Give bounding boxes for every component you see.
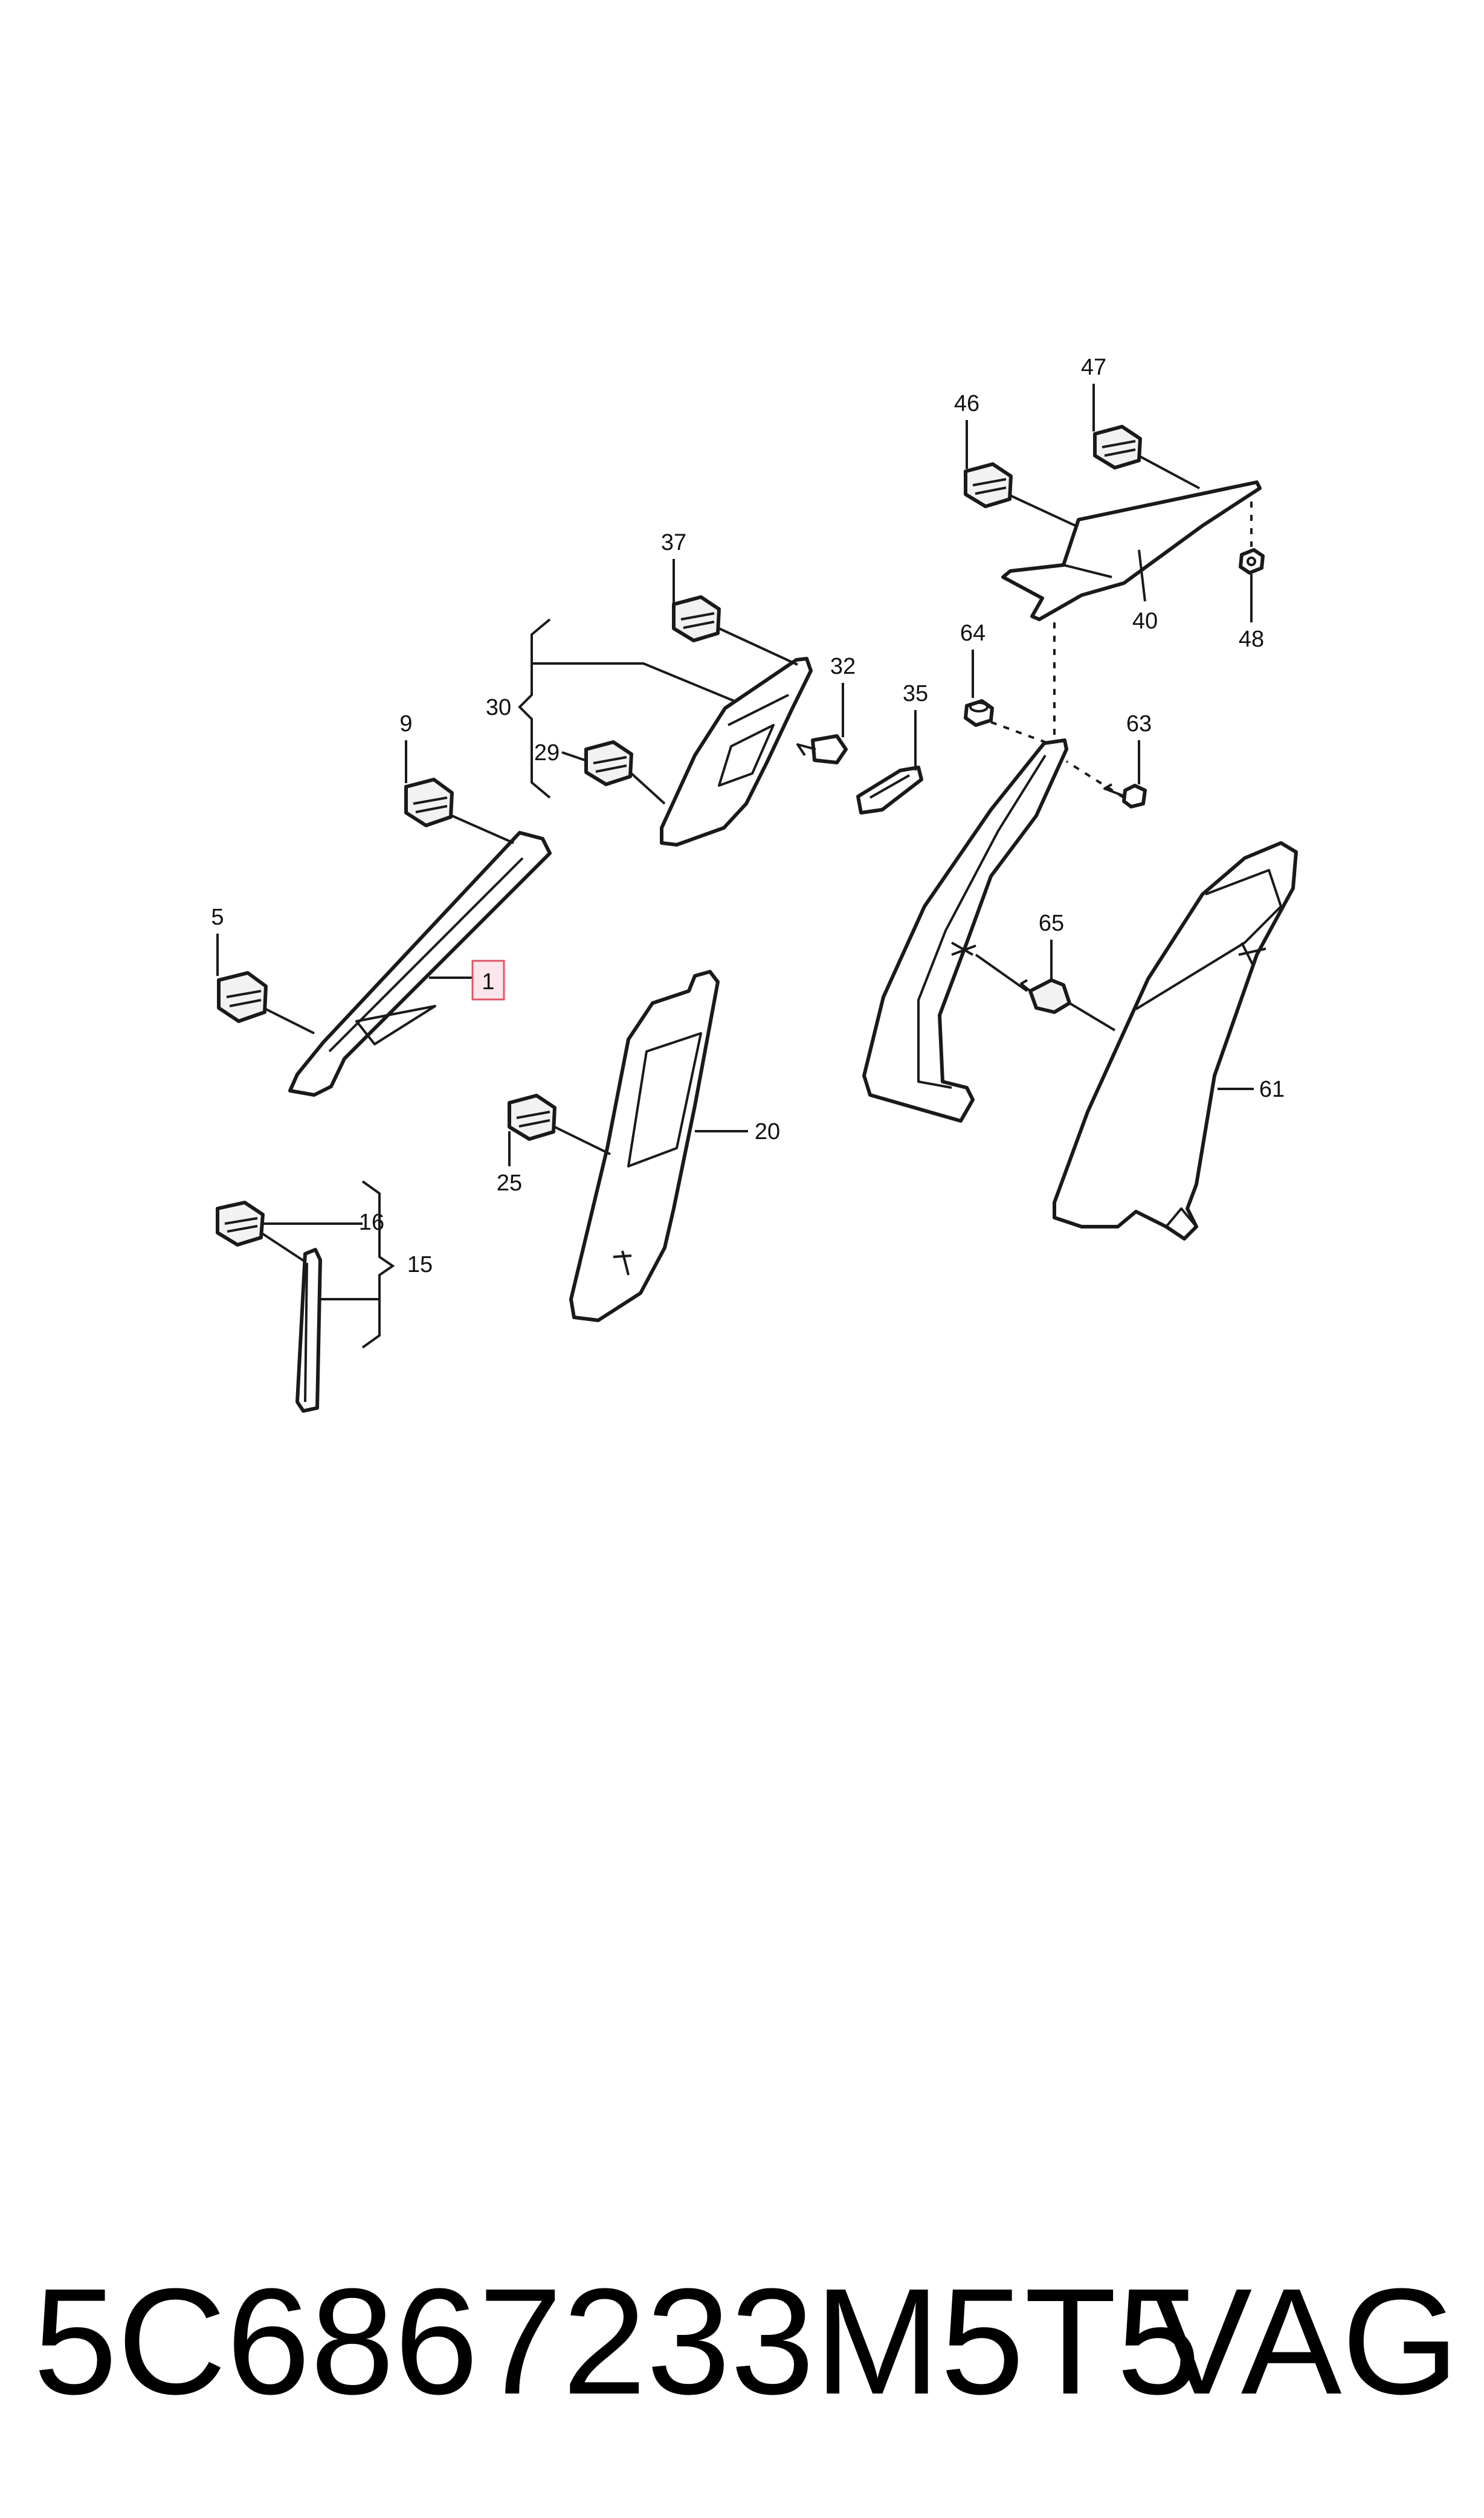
callout-46[interactable]: 46 [954,391,979,416]
clip-46[interactable] [964,462,1013,508]
callout-63[interactable]: 63 [1126,711,1152,737]
nut-48[interactable] [1239,548,1265,575]
part-20-b-pillar-trim[interactable] [569,970,720,1322]
clip-65[interactable] [1020,978,1071,1014]
callout-65[interactable]: 65 [1039,911,1064,936]
callout-48[interactable]: 48 [1239,627,1264,652]
leader-9b [451,815,514,844]
clip-5[interactable] [217,971,268,1023]
part-1-a-pillar-trim[interactable] [288,831,552,1097]
dash-63-frame [1065,760,1125,799]
clip-29[interactable] [584,740,633,786]
clip-37[interactable] [672,595,721,642]
clip-35[interactable] [856,766,923,815]
callout-5[interactable]: 5 [211,905,224,930]
part-61-c-pillar-trim[interactable] [1053,841,1298,1241]
clip-47[interactable] [1093,425,1142,470]
callout-40[interactable]: 40 [1132,609,1158,634]
leader-frame-65 [975,954,1028,992]
callout-35[interactable]: 35 [903,681,928,706]
c-pillar-frame [862,738,1068,1123]
bracket-15 [361,1180,395,1349]
brand-name: VAG [1151,2257,1459,2426]
callout-61[interactable]: 61 [1259,1077,1285,1102]
callout-25[interactable]: 25 [497,1170,522,1196]
bracket-30 [518,618,551,799]
callout-30[interactable]: 30 [486,695,511,720]
leader-29 [561,751,586,761]
clip-9[interactable] [404,778,454,827]
part-30-b-pillar-upper-trim[interactable] [660,657,813,847]
part-15-trim-strip[interactable] [295,1248,322,1413]
callout-9[interactable]: 9 [399,711,412,737]
leader-65b [1068,1002,1116,1031]
clip-16[interactable] [216,1201,265,1247]
part-number-footer: 5C6867233M5T5 VAG [33,2254,1459,2429]
screw-32[interactable] [796,734,848,764]
callout-64[interactable]: 64 [960,621,986,646]
bushing-64[interactable] [964,699,994,727]
leader-29b [630,772,666,805]
part-40-c-pillar-cover[interactable] [1001,480,1262,621]
dash-64-frame [990,721,1049,744]
leader-47b [1139,455,1200,489]
leader-46b [1010,494,1076,527]
callout-15[interactable]: 15 [407,1252,433,1277]
leader-30 [532,662,735,702]
callout-1[interactable]: 1 [482,969,494,995]
callout-47[interactable]: 47 [1081,355,1106,380]
leader-5 [265,1008,315,1035]
callout-1-highlight [471,960,505,1001]
leader-16b [260,1232,306,1263]
callout-29[interactable]: 29 [534,740,560,766]
callout-37[interactable]: 37 [661,530,686,555]
callout-20[interactable]: 20 [755,1119,780,1144]
screw-63[interactable] [1103,783,1147,809]
leader-40 [1138,549,1146,602]
part-number: 5C6867233M5T5 [33,2257,1201,2426]
leader-37b [718,627,798,666]
leader-25b [554,1126,611,1155]
callout-32[interactable]: 32 [830,654,856,679]
clip-25[interactable] [508,1094,556,1141]
